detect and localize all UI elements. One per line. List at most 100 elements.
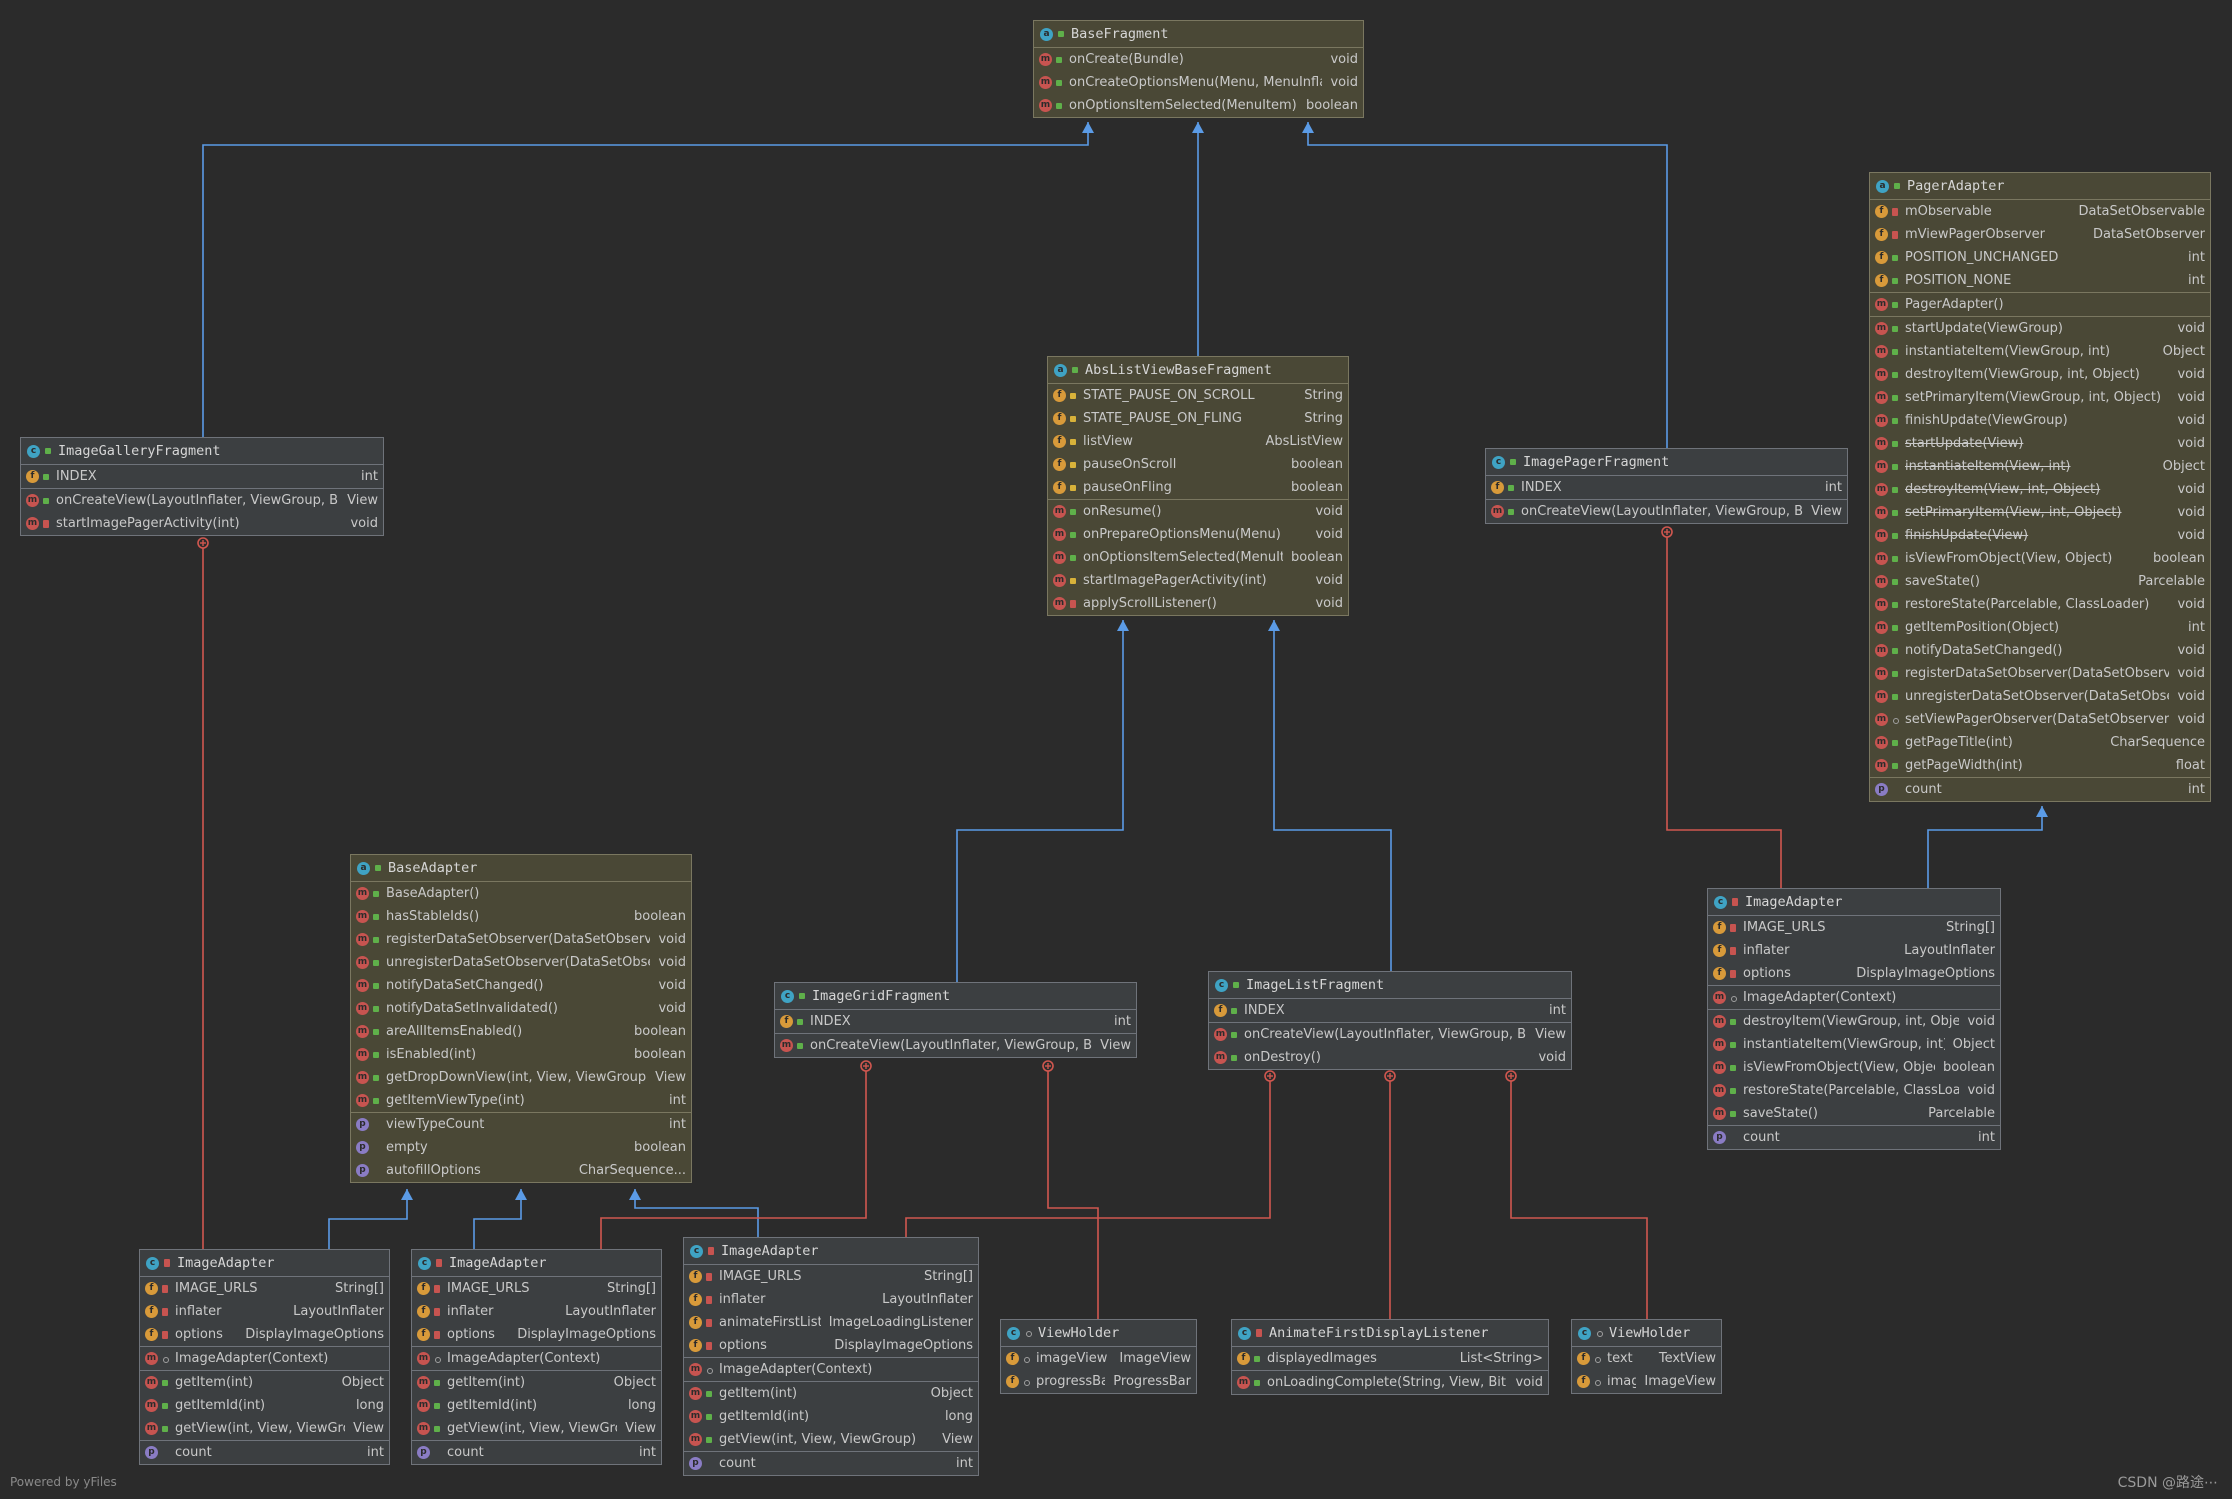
method-row[interactable]: munregisterDataSetObserver(DataSetObserv… [351,951,691,974]
method-row[interactable]: munregisterDataSetObserver(DataSetObserv… [1870,685,2210,708]
field-row[interactable]: fprogressBarProgressBar [1001,1370,1196,1393]
field-row[interactable]: fanimateFirstListenerImageLoadingListene… [684,1311,978,1334]
field-row[interactable]: fimageImageView [1572,1370,1721,1393]
